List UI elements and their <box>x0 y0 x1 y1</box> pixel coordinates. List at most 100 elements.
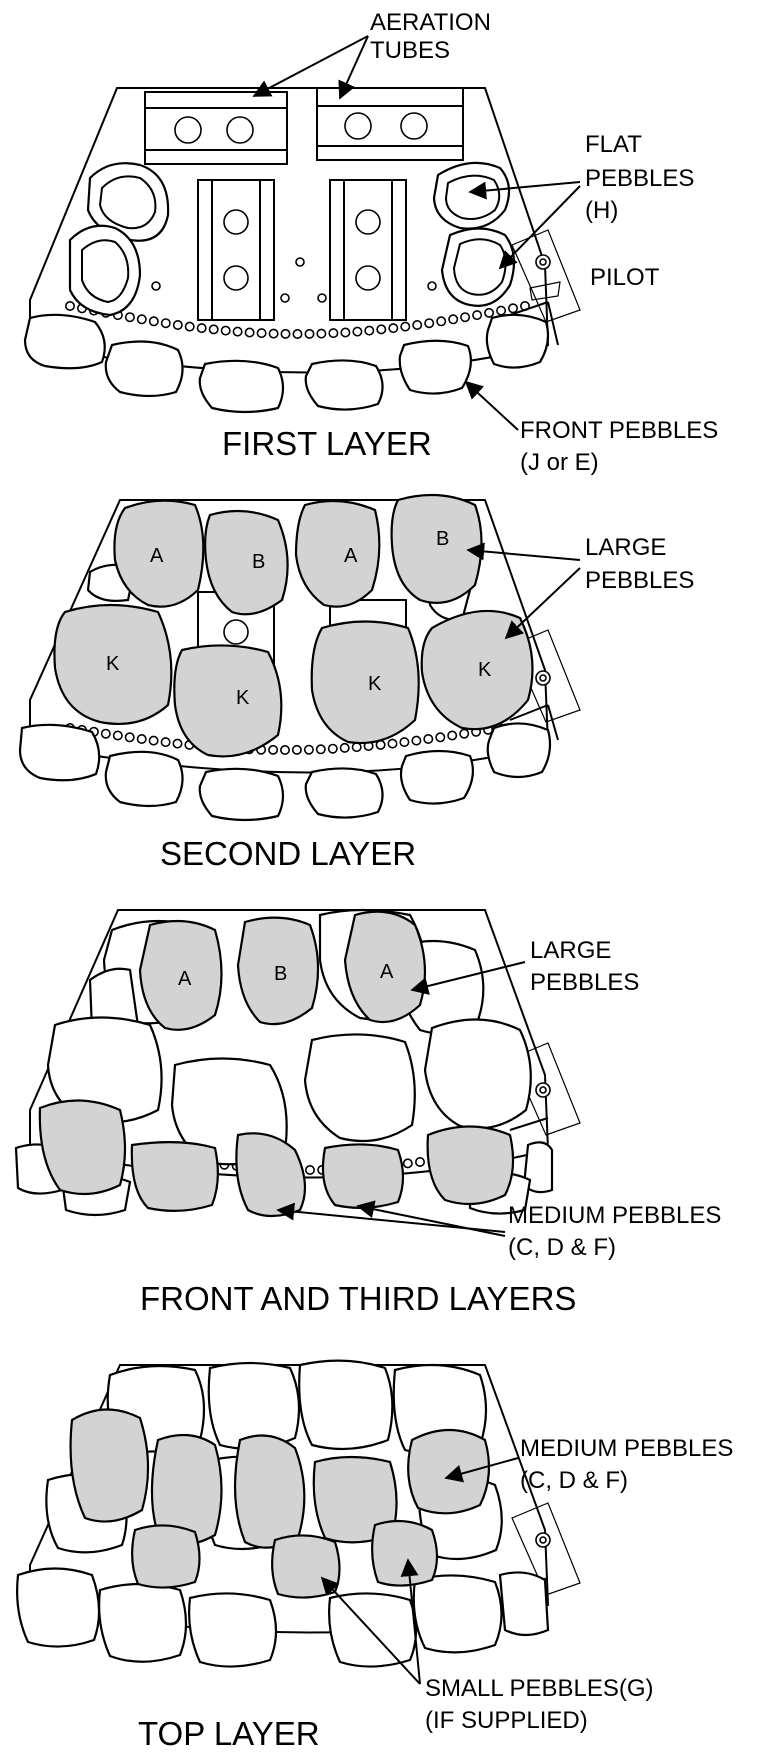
pebble-label: K <box>368 673 382 695</box>
burner-port <box>173 739 181 747</box>
burner-port <box>416 1158 424 1166</box>
panel-top-layer: MEDIUM PEBBLES (C, D & F) SMALL PEBBLES(… <box>17 1361 733 1752</box>
burner-port <box>162 319 170 327</box>
callout-flat-line1: FLAT <box>585 131 642 158</box>
callout-small-line1: SMALL PEBBLES(G) <box>425 1675 654 1702</box>
burner-port <box>293 746 301 754</box>
callout-aeration-line2: TUBES <box>370 37 450 64</box>
burner-port <box>437 317 445 325</box>
burner-port <box>353 743 361 751</box>
burner-port <box>281 330 289 338</box>
burner-port <box>269 329 277 337</box>
panel-title-top-layer: TOP LAYER <box>138 1715 320 1752</box>
callout-aeration-line1: AERATION <box>370 9 491 36</box>
medium-pebble <box>428 1127 513 1205</box>
burner-port <box>377 325 385 333</box>
burner-port <box>149 736 157 744</box>
burner-port <box>306 1166 314 1174</box>
burner-port <box>317 745 325 753</box>
flat-pebbles <box>70 163 514 315</box>
callout-large-line1: LARGE <box>530 937 611 964</box>
callout-large-line1: LARGE <box>585 534 666 561</box>
burner-port <box>186 322 194 330</box>
burner-port <box>317 329 325 337</box>
pebble-label: B <box>274 963 287 985</box>
burner-port <box>389 324 397 332</box>
large-pebble-k <box>312 622 419 744</box>
burner-port <box>400 738 408 746</box>
medium-pebble <box>408 1430 489 1513</box>
burner-port <box>404 1159 412 1167</box>
panel-front-third-layers: A B A LARGE PEBBLES MEDIUM PEBBLES (C, D… <box>16 910 721 1317</box>
small-pebble <box>132 1525 199 1587</box>
burner-port <box>329 745 337 753</box>
pebble-label: A <box>380 961 394 983</box>
burner-port <box>293 330 301 338</box>
medium-pebble <box>71 1409 148 1521</box>
panel-title-first-layer: FIRST LAYER <box>222 425 432 462</box>
burner-port <box>401 322 409 330</box>
burner-port <box>388 739 396 747</box>
burner-port <box>138 315 146 323</box>
burner-port-row <box>66 302 529 338</box>
callout-front-line2: (J or E) <box>520 449 599 476</box>
burner-port <box>281 746 289 754</box>
burner-port <box>436 733 444 741</box>
burner-port <box>425 319 433 327</box>
burner-port <box>66 302 74 310</box>
callout-large-line2: PEBBLES <box>585 567 694 594</box>
large-pebble-k <box>174 645 281 756</box>
small-pebble <box>272 1535 339 1597</box>
burner-port <box>424 735 432 743</box>
callout-medium-line1: MEDIUM PEBBLES <box>508 1202 721 1229</box>
burner-port <box>341 744 349 752</box>
callout-medium-line2: (C, D & F) <box>508 1234 616 1261</box>
burner-port <box>161 738 169 746</box>
burner-port <box>448 731 456 739</box>
burner-port <box>305 330 313 338</box>
panel-second-layer: A B A B K K K K LARGE PEBBLES SECOND LAY… <box>20 495 694 872</box>
burner-port <box>150 317 158 325</box>
medium-pebble <box>323 1144 403 1207</box>
burner-port <box>329 329 337 337</box>
pebble-label: A <box>150 545 164 567</box>
burner-port <box>222 326 230 334</box>
large-pebble-b <box>205 511 288 614</box>
burner-port <box>174 321 182 329</box>
callout-pilot: PILOT <box>590 264 660 291</box>
burner-port <box>461 313 469 321</box>
panel-title-second-layer: SECOND LAYER <box>160 835 416 872</box>
pebble-label: K <box>106 653 120 675</box>
callout-flat-line3: (H) <box>585 197 618 224</box>
callout-medium-line2: (C, D & F) <box>520 1467 628 1494</box>
pebble-label: A <box>178 968 192 990</box>
burner-port <box>413 321 421 329</box>
burner-port <box>257 329 265 337</box>
callout-aeration-tubes: AERATION TUBES <box>254 9 491 98</box>
burner-port <box>126 313 134 321</box>
medium-pebble <box>236 1133 305 1216</box>
burner-port <box>497 306 505 314</box>
large-pebbles <box>54 495 532 756</box>
callout-small-line2: (IF SUPPLIED) <box>425 1707 588 1734</box>
large-pebble-a <box>296 501 379 607</box>
burner-port <box>245 328 253 336</box>
pebble-label: B <box>436 528 449 550</box>
pebble-label: A <box>344 545 358 567</box>
burner-port <box>102 730 110 738</box>
burner-port <box>353 327 361 335</box>
pebble-label: K <box>478 659 492 681</box>
medium-pebble <box>40 1100 125 1194</box>
burner-port <box>138 735 146 743</box>
burner-port <box>114 731 122 739</box>
callout-front-line1: FRONT PEBBLES <box>520 417 718 444</box>
burner-port <box>485 309 493 317</box>
burner-port <box>473 311 481 319</box>
callout-large-line2: PEBBLES <box>530 969 639 996</box>
burner-port <box>412 736 420 744</box>
small-pebble <box>372 1521 437 1586</box>
burner-port <box>341 328 349 336</box>
burner-port <box>449 315 457 323</box>
callout-flat-line2: PEBBLES <box>585 165 694 192</box>
